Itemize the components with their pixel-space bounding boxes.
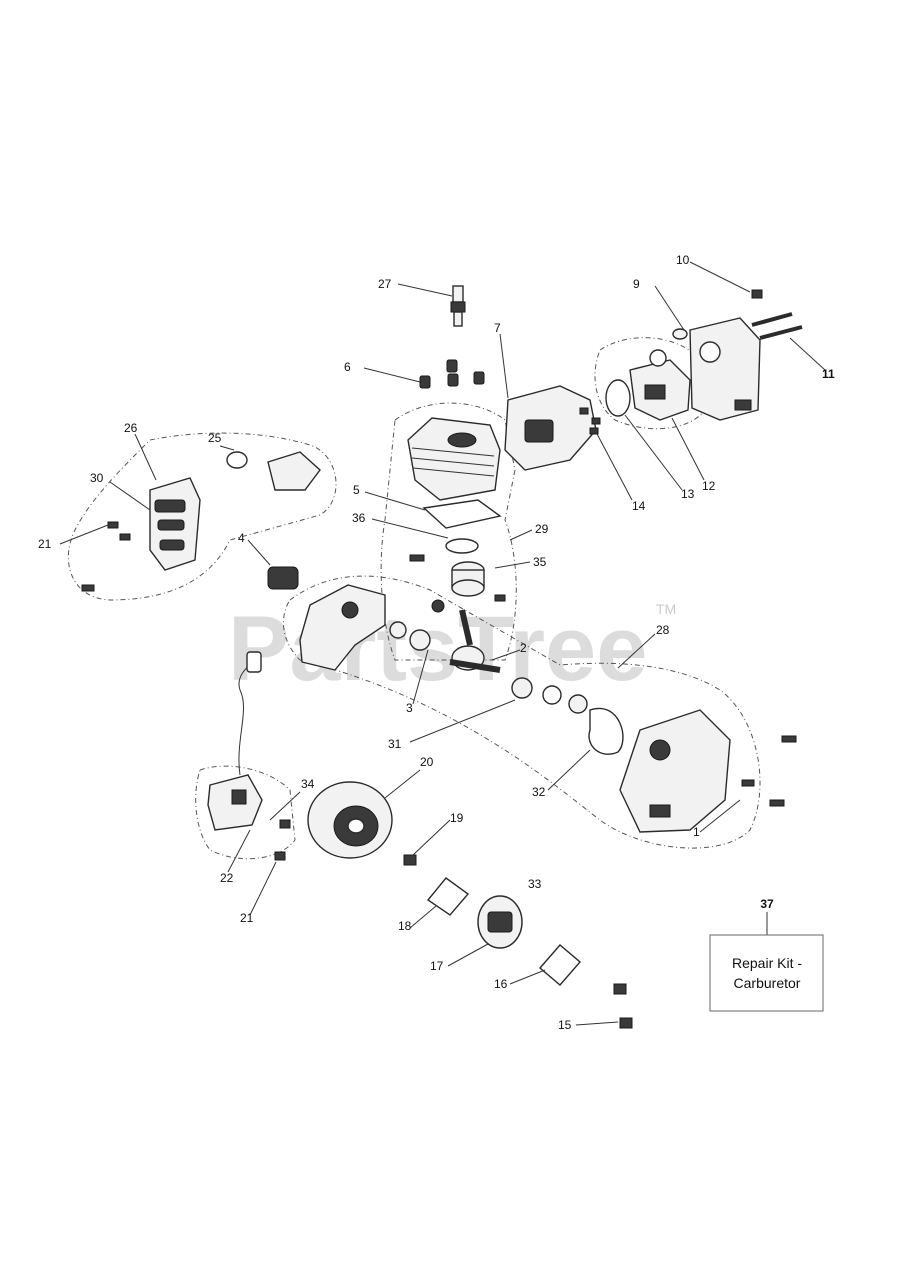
watermark-trademark: TM: [656, 601, 676, 617]
callout-3: 3: [406, 701, 413, 715]
leader-lines: [59, 261, 826, 1026]
muffler: [149, 477, 201, 571]
crankcase-group-outline: [282, 575, 761, 849]
long-screws: [751, 312, 803, 340]
callout-26: 26: [124, 421, 138, 435]
callout-18: 18: [398, 919, 412, 933]
piston: [409, 554, 506, 602]
cylinder-gasket: [422, 499, 502, 529]
spark-plug: [450, 285, 466, 327]
clutch-screw-b: [619, 1017, 633, 1029]
muffler-bracket: [267, 451, 321, 491]
callout-19: 19: [450, 811, 464, 825]
cylinder-studs: [419, 359, 485, 389]
callout-33: 33: [528, 877, 542, 891]
piston-ring: [445, 538, 479, 554]
muffler-screw-c: [81, 584, 95, 592]
callout-4: 4: [238, 531, 245, 545]
muffler-gasket: [226, 451, 248, 469]
coil-screw-a: [279, 819, 291, 829]
ignition-coil: [207, 651, 263, 831]
callout-11: 11: [822, 367, 835, 381]
crankcase-screws: [741, 735, 797, 807]
repair-kit-box: 37 Repair Kit - Carburetor: [709, 897, 824, 1012]
left-seal: [389, 621, 407, 639]
callout-36: 36: [352, 511, 366, 525]
cylinder: [407, 417, 501, 501]
callout-13: 13: [681, 487, 695, 501]
callout-17: 17: [430, 959, 444, 973]
carb-screws: [579, 407, 601, 435]
callout-12: 12: [702, 479, 716, 493]
right-washer: [542, 685, 562, 705]
callout-22: 22: [220, 871, 234, 885]
clutch: [477, 895, 523, 949]
callout-25: 25: [208, 431, 222, 445]
repair-kit-line1: Repair Kit -: [732, 955, 802, 971]
clutch-washer: [426, 877, 470, 916]
callout-16: 16: [494, 977, 508, 991]
muffler-group-outline: [67, 432, 337, 601]
callout-5: 5: [353, 483, 360, 497]
left-bearing: [409, 629, 431, 651]
flywheel: [307, 781, 393, 859]
carburetor: [629, 349, 691, 421]
repair-kit-line2: Carburetor: [734, 975, 801, 991]
crankshaft: [431, 599, 501, 673]
callout-31: 31: [388, 737, 402, 751]
callout-15: 15: [558, 1018, 572, 1032]
muffler-screw-a: [107, 521, 119, 529]
muffler-screw-b: [119, 533, 131, 541]
coil-screw-b: [274, 851, 286, 861]
right-seal: [568, 694, 588, 714]
crankcase-right: [619, 709, 731, 833]
watermark-text: PartsTree: [228, 598, 647, 700]
callout-30: 30: [90, 471, 104, 485]
intake-mount: [267, 566, 299, 590]
air-filter-housing: [672, 317, 761, 421]
callout-29: 29: [535, 522, 549, 536]
callout-7: 7: [494, 321, 501, 335]
callout-20: 20: [420, 755, 434, 769]
ignition-group-outline: [195, 765, 296, 860]
callout-21-coil: 21: [240, 911, 254, 925]
callout-10: 10: [676, 253, 690, 267]
carb-gasket: [605, 379, 631, 417]
filter-cover-screw: [751, 289, 763, 299]
clutch-plate: [539, 944, 581, 986]
clutch-screw-a: [613, 983, 627, 995]
callout-34: 34: [301, 777, 315, 791]
crankcase-gasket: [588, 707, 624, 755]
carb-plate: [504, 385, 597, 471]
callout-32: 32: [532, 785, 546, 799]
callout-9: 9: [633, 277, 640, 291]
right-bearing: [511, 677, 533, 699]
callout-2: 2: [520, 641, 527, 655]
callout-labels: 27 6 7 9 10 11 12 13 14 26 25 30 21 4 5 …: [38, 253, 835, 1032]
repair-kit-number: 37: [760, 897, 774, 911]
callout-28: 28: [656, 623, 670, 637]
callout-21-muffler: 21: [38, 537, 52, 551]
callout-35: 35: [533, 555, 547, 569]
callout-1: 1: [693, 825, 700, 839]
crankcase-left: [299, 584, 386, 671]
flywheel-nut: [403, 854, 417, 866]
cylinder-group-outline: [380, 402, 517, 661]
callout-14: 14: [632, 499, 646, 513]
callout-27: 27: [378, 277, 392, 291]
callout-6: 6: [344, 360, 351, 374]
